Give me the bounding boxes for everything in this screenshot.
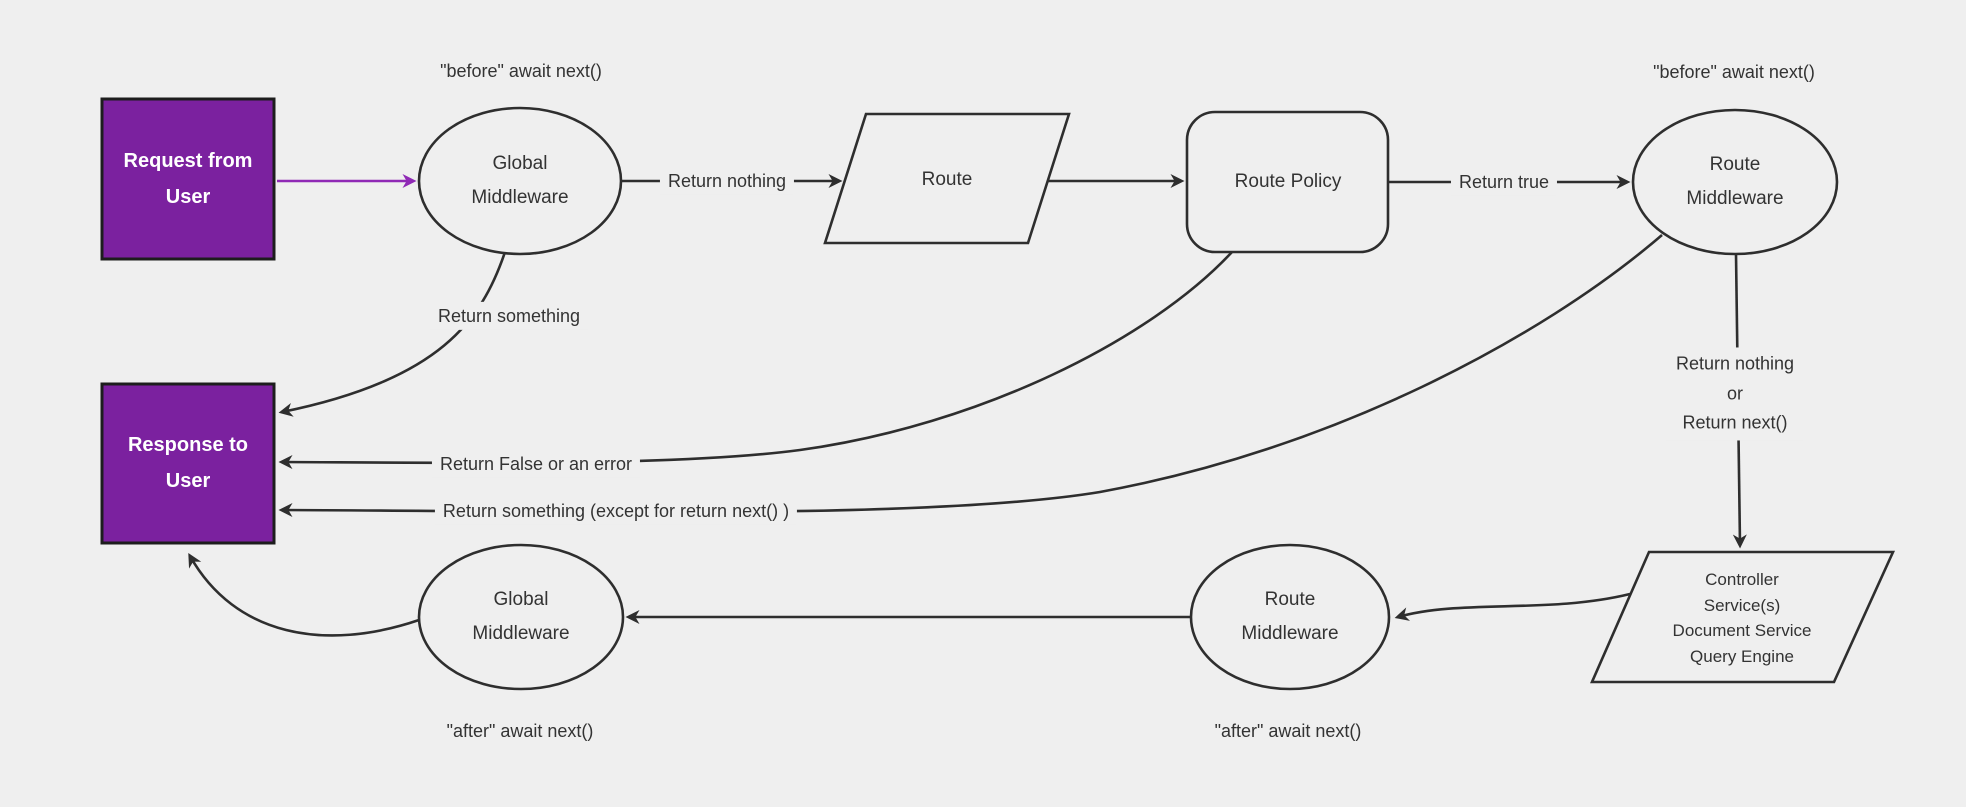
request-from-user-box [100, 97, 276, 261]
label-return-something-except: Return something (except for return next… [434, 496, 798, 526]
label-line: Global [492, 152, 548, 174]
request-from-user-label: Request from User [124, 143, 253, 215]
route-middleware-bottom-label: Route Middleware [1241, 583, 1338, 651]
route-policy-box [1185, 110, 1390, 254]
label-line: Route [1264, 588, 1316, 610]
label-return-true: Return true [1450, 167, 1558, 197]
edge-global-middleware-to-response [278, 251, 507, 417]
label-line: Route [1709, 153, 1761, 175]
label-return-nothing-or-next: Return nothing or Return next() [1665, 347, 1805, 441]
label-after-await-next-right: "after" await next() [1214, 720, 1362, 741]
global-middleware-bottom-label: Global Middleware [472, 583, 569, 651]
global-middleware-top-label: Global Middleware [471, 147, 568, 215]
label-line: Middleware [471, 187, 569, 208]
edge-route-policy-to-response [278, 251, 1233, 470]
route-middleware-top-ellipse [1631, 108, 1839, 256]
route-middleware-top-label: Route Middleware [1686, 148, 1783, 216]
label-after-await-next-left: "after" await next() [446, 720, 594, 741]
label-line: Return next() [1682, 412, 1788, 433]
label-line: Middleware [1241, 623, 1339, 644]
label-return-something: Return something [429, 301, 589, 331]
label-line: User [165, 470, 211, 492]
route-policy-label: Route Policy [1234, 170, 1342, 192]
response-to-user-box [100, 382, 276, 545]
route-label: Route [921, 168, 973, 190]
controller-services-parallelogram [1590, 550, 1896, 684]
label-line: Response to [127, 434, 249, 456]
edge-global-middleware-bottom-to-response [188, 552, 420, 637]
label-line: Service(s) [1703, 595, 1781, 615]
label-line: Middleware [472, 623, 570, 644]
label-line: Document Service [1672, 621, 1812, 640]
label-before-await-next-left: "before" await next() [440, 60, 602, 81]
label-return-nothing: Return nothing [659, 166, 795, 196]
response-to-user-label: Response to User [128, 427, 248, 499]
label-line: Request from [123, 150, 253, 172]
label-line: Query Engine [1690, 646, 1794, 666]
route-middleware-bottom-ellipse [1189, 543, 1391, 691]
label-line: Return nothing [1675, 353, 1795, 374]
global-middleware-top-ellipse [417, 106, 623, 256]
label-line: Middleware [1686, 188, 1784, 209]
route-parallelogram [823, 112, 1071, 245]
label-line: User [165, 186, 211, 208]
label-line: Controller [1705, 570, 1779, 589]
label-line: Global [493, 588, 549, 610]
label-line: or [1726, 383, 1743, 404]
label-before-await-next-right: "before" await next() [1653, 61, 1815, 82]
global-middleware-bottom-ellipse [417, 543, 625, 691]
edge-controller-to-route-middleware-bottom [1394, 592, 1631, 621]
controller-services-label: Controller Service(s) Document Service Q… [1673, 567, 1812, 669]
label-return-false-or-error: Return False or an error [431, 449, 641, 479]
